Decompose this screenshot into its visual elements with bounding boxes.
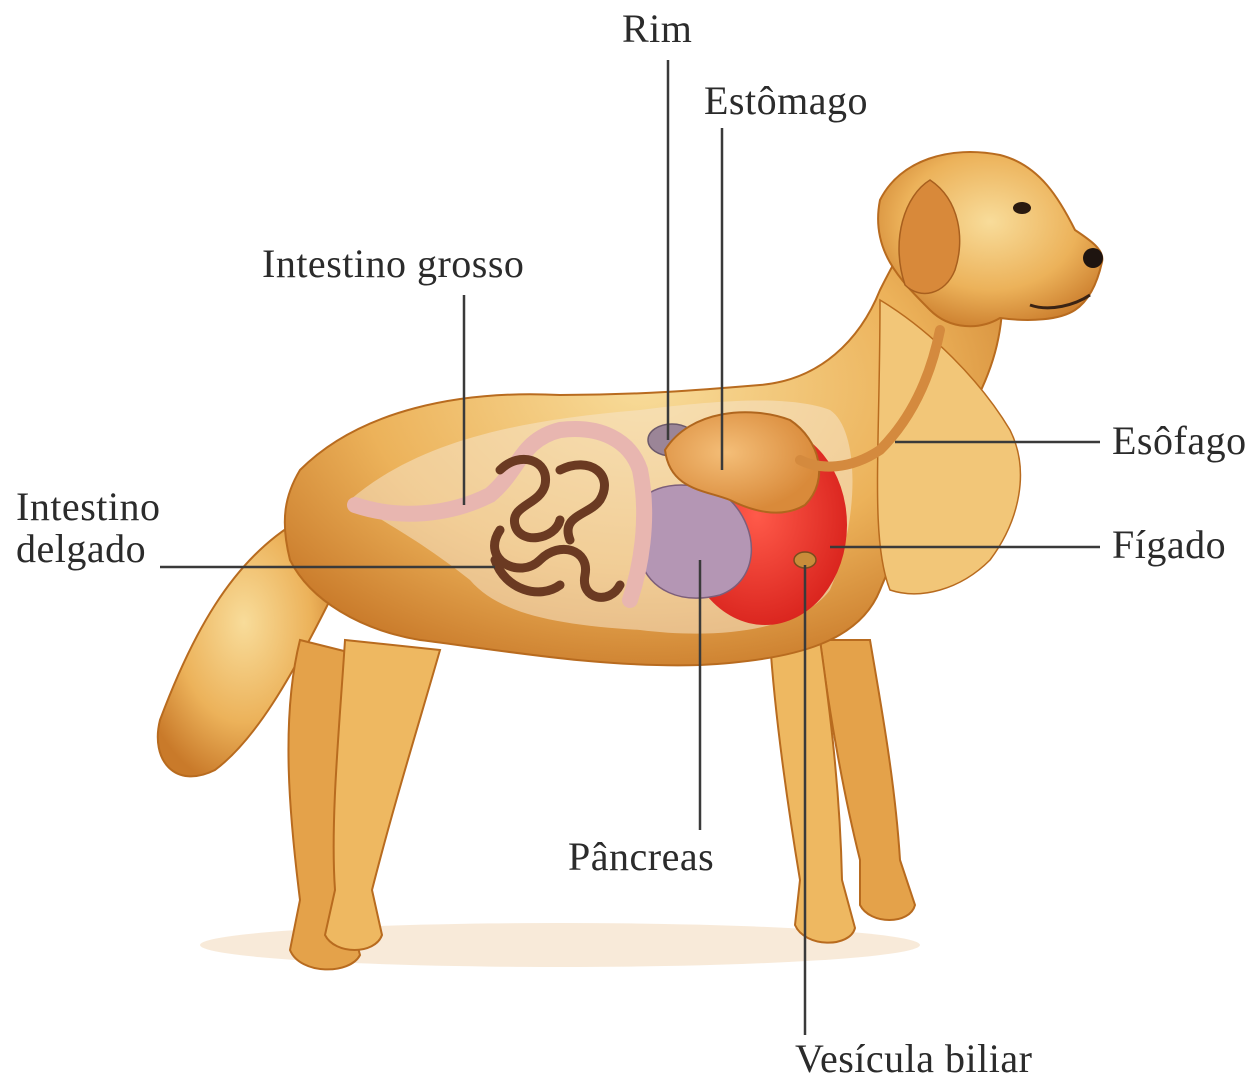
- dog-hind-leg-front: [325, 640, 440, 950]
- label-pancreas: Pâncreas: [568, 836, 714, 878]
- label-vesicula-biliar: Vesícula biliar: [795, 1038, 1032, 1080]
- label-esofago: Esôfago: [1112, 420, 1247, 462]
- label-intestino-grosso: Intestino grosso: [262, 243, 524, 285]
- label-intestino-delgado-line1: Intestino: [16, 486, 186, 528]
- dog-eye: [1013, 202, 1031, 214]
- label-estomago: Estômago: [704, 80, 868, 122]
- label-rim: Rim: [622, 8, 692, 50]
- dog-nose: [1083, 248, 1103, 268]
- label-intestino-delgado: Intestino delgado: [16, 486, 186, 570]
- label-figado: Fígado: [1112, 524, 1226, 566]
- label-intestino-delgado-line2: delgado: [16, 528, 186, 570]
